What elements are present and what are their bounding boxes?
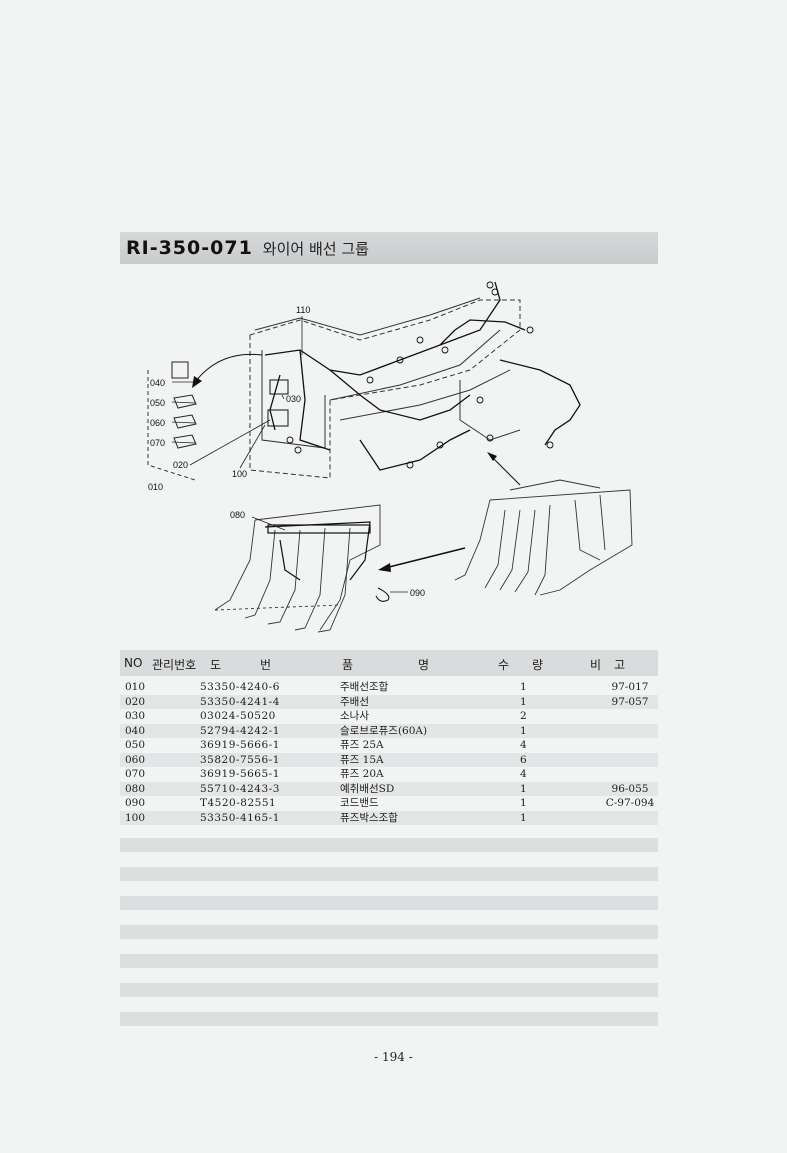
label-040: 040: [150, 378, 165, 388]
part-qty: 1: [520, 811, 527, 824]
table-row: 020 53350-4241-4 주배선 1 97-057: [120, 694, 658, 709]
part-no: 070: [125, 768, 146, 780]
table-row: 090 T4520-82551 코드밴드 1 C-97-094: [120, 796, 658, 811]
empty-row-stripe: [120, 954, 658, 968]
empty-row-stripe: [120, 925, 658, 939]
part-drawing: 36919-5666-1: [200, 739, 280, 751]
part-no: 010: [125, 681, 146, 693]
part-drawing: 53350-4240-6: [200, 681, 280, 693]
empty-row-stripe: [120, 983, 658, 997]
part-name: 예취배선SD: [340, 782, 395, 795]
part-no: 020: [125, 695, 146, 708]
part-qty: 1: [520, 724, 527, 737]
part-name: 소나사: [340, 710, 369, 722]
part-qty: 1: [520, 797, 527, 809]
table-header: NO 관리번호 도 번 품 명 수 량 비 고: [120, 650, 658, 676]
part-drawing: 03024-50520: [200, 710, 276, 722]
header-name-2: 명: [418, 658, 430, 672]
part-remark: 97-057: [611, 695, 649, 708]
table-row: 080 55710-4243-3 예취배선SD 1 96-055: [120, 781, 658, 796]
part-remark: 96-055: [611, 782, 649, 795]
part-name: 주배선조합: [340, 681, 389, 693]
part-qty: 1: [520, 695, 527, 708]
label-100: 100: [232, 469, 247, 479]
part-drawing: 53350-4165-1: [200, 811, 280, 824]
label-090: 090: [410, 588, 425, 598]
part-qty: 1: [520, 681, 527, 693]
header-name-1: 품: [342, 658, 354, 672]
label-050: 050: [150, 398, 165, 408]
part-drawing: 53350-4241-4: [200, 695, 280, 708]
part-drawing: 55710-4243-3: [200, 782, 280, 795]
part-no: 030: [125, 710, 146, 722]
label-070: 070: [150, 438, 165, 448]
empty-row-stripe: [120, 867, 658, 881]
header-no: NO: [124, 656, 143, 670]
parts-list: 010 53350-4240-6 주배선조합 1 97-017 020 5335…: [120, 680, 658, 825]
part-drawing: 35820-7556-1: [200, 753, 280, 766]
part-drawing: 52794-4242-1: [200, 724, 280, 737]
empty-row-stripe: [120, 1012, 658, 1026]
part-name: 퓨즈박스조합: [340, 811, 398, 824]
header-drawing-1: 도: [210, 658, 222, 672]
header-drawing-2: 번: [260, 658, 272, 672]
label-020: 020: [173, 460, 188, 470]
part-no: 080: [125, 782, 146, 795]
table-row: 030 03024-50520 소나사 2: [120, 709, 658, 724]
header-qty-2: 량: [532, 658, 544, 672]
part-name: 퓨즈 15A: [340, 753, 384, 766]
table-row: 070 36919-5665-1 퓨즈 20A 4: [120, 767, 658, 782]
part-no: 090: [125, 797, 146, 809]
label-060: 060: [150, 418, 165, 428]
label-110: 110: [296, 305, 310, 315]
header-mgmt: 관리번호: [152, 658, 197, 672]
label-030: 030: [286, 394, 301, 404]
part-no: 050: [125, 739, 146, 751]
page-number: - 194 -: [374, 1050, 413, 1064]
table-row: 050 36919-5666-1 퓨즈 25A 4: [120, 738, 658, 753]
header-remark-2: 고: [614, 658, 626, 672]
part-qty: 1: [520, 782, 527, 795]
part-name: 코드밴드: [340, 797, 379, 809]
part-remark: C-97-094: [605, 797, 655, 809]
label-010: 010: [148, 482, 163, 492]
part-qty: 4: [520, 739, 527, 751]
part-drawing: 36919-5665-1: [200, 768, 280, 780]
part-name: 퓨즈 20A: [340, 768, 384, 780]
group-name: 와이어 배선 그룹: [262, 239, 369, 258]
part-name: 주배선: [340, 695, 369, 708]
part-qty: 6: [520, 753, 527, 766]
part-name: 슬로브로퓨즈(60A): [340, 724, 428, 737]
empty-row-stripe: [120, 838, 658, 852]
table-row: 060 35820-7556-1 퓨즈 15A 6: [120, 752, 658, 767]
part-no: 060: [125, 753, 146, 766]
part-qty: 2: [520, 710, 527, 722]
part-remark: 97-017: [611, 681, 649, 693]
part-qty: 4: [520, 768, 527, 780]
wiring-diagram: 110 040 050 060 070 030 020 100 010 080 …: [147, 281, 633, 633]
title-bar: RI-350-071 와이어 배선 그룹: [120, 232, 658, 264]
header-qty-1: 수: [498, 658, 510, 672]
part-no: 040: [125, 724, 146, 737]
table-row: 010 53350-4240-6 주배선조합 1 97-017: [120, 680, 658, 695]
header-remark-1: 비: [590, 658, 602, 672]
part-name: 퓨즈 25A: [340, 739, 384, 751]
part-no: 100: [125, 811, 146, 824]
table-row: 100 53350-4165-1 퓨즈박스조합 1: [120, 810, 658, 825]
table-row: 040 52794-4242-1 슬로브로퓨즈(60A) 1: [120, 723, 658, 738]
label-080: 080: [230, 510, 245, 520]
part-drawing: T4520-82551: [200, 797, 277, 809]
group-code: RI-350-071: [126, 237, 253, 259]
empty-row-stripe: [120, 896, 658, 910]
